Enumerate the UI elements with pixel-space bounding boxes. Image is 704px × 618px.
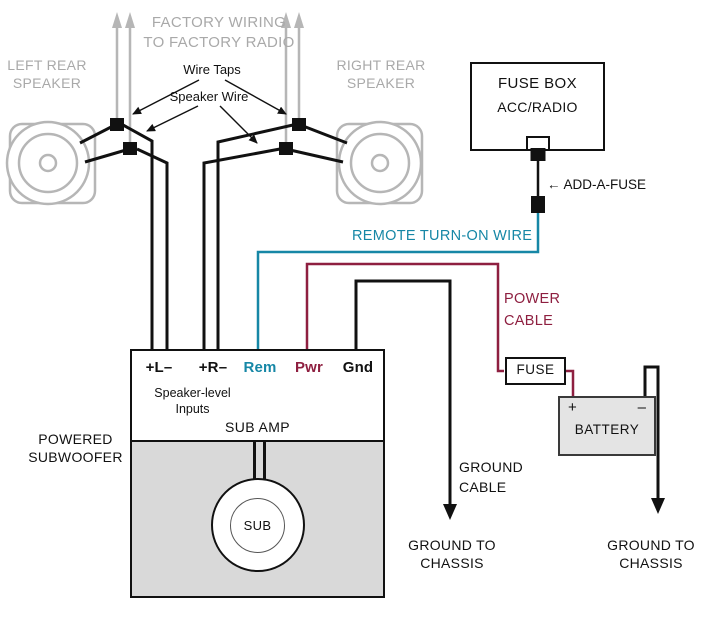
remote-turn-on-label: REMOTE TURN-ON WIRE <box>352 228 533 244</box>
speaker-lead <box>302 124 348 145</box>
battery-plus-terminal: + <box>568 399 577 416</box>
ground-to-chassis-left-label: GROUND TO CHASSIS <box>408 537 496 572</box>
speaker-wires <box>79 123 348 350</box>
sub-amp-label: SUB AMP <box>224 419 291 435</box>
speaker-wire-left <box>122 123 154 350</box>
terminal-gnd: Gnd <box>342 359 374 376</box>
ground-cable-label: GROUND CABLE <box>459 459 524 496</box>
arrow-up-icon <box>112 12 122 28</box>
battery-label: BATTERY <box>574 422 640 437</box>
speaker-wire-right <box>202 147 281 350</box>
left-rear-speaker <box>5 120 97 206</box>
powered-subwoofer-label: POWERED SUBWOOFER <box>28 431 123 466</box>
arrow-up-icon <box>281 12 291 28</box>
power-wire-path <box>566 369 575 397</box>
battery-minus-terminal: – <box>637 399 646 416</box>
ground-wires <box>354 279 665 520</box>
speaker-lead <box>79 124 114 145</box>
sub-connection-wire <box>253 442 256 479</box>
pointer-arrow <box>132 79 200 115</box>
add-a-fuse-holder <box>531 196 545 213</box>
arrow-up-icon <box>125 12 135 28</box>
speaker-dustcap <box>370 153 390 173</box>
wire-taps <box>110 118 306 155</box>
power-cable-wire <box>305 262 575 397</box>
speaker-wire-left <box>136 147 169 350</box>
speaker-level-inputs-label: Speaker-level Inputs <box>154 386 231 417</box>
pointer-arrow <box>224 79 287 115</box>
wire-tap <box>292 118 306 131</box>
pointer-arrow <box>146 105 199 132</box>
terminal-rem: Rem <box>243 359 277 376</box>
fuse-box: FUSE BOX ACC/RADIO <box>470 62 605 161</box>
right-rear-speaker-label: RIGHT REAR SPEAKER <box>336 57 426 92</box>
fuse-tap-plug <box>530 148 545 161</box>
power-wire-path <box>305 262 504 373</box>
ground-to-chassis-right-label: GROUND TO CHASSIS <box>607 537 695 572</box>
fuse-box-label: FUSE BOX <box>497 75 578 92</box>
acc-radio-label: ACC/RADIO <box>497 99 578 115</box>
speaker-dustcap <box>38 153 58 173</box>
subwoofer-driver-inner: SUB <box>230 497 285 553</box>
wire-tap <box>279 142 293 155</box>
sub-label: SUB <box>243 517 272 533</box>
sub-amp-box: +L– +R– Rem Pwr Gnd Speaker-level Inputs… <box>130 349 385 442</box>
remote-wire-path <box>256 212 540 350</box>
inline-fuse: FUSE <box>505 357 566 385</box>
right-rear-speaker <box>335 120 424 206</box>
subwoofer-enclosure: SUB <box>130 440 385 598</box>
remote-turn-on-wire <box>256 158 545 350</box>
arrow-down-icon <box>443 504 457 520</box>
battery: + – BATTERY <box>558 396 656 456</box>
speaker-lead <box>289 148 344 164</box>
arrow-down-icon <box>651 498 665 514</box>
add-a-fuse-label: ← ADD-A-FUSE <box>547 177 647 192</box>
wire-taps-label: Wire Taps <box>183 62 241 77</box>
sub-connection-wire <box>263 442 266 479</box>
speaker-lead <box>84 148 127 164</box>
pointer-arrow <box>219 105 258 144</box>
annotation-arrows <box>132 79 287 144</box>
speaker-wire-label: Speaker Wire <box>169 89 249 104</box>
battery-ground-wire <box>643 365 660 500</box>
terminal-pwr: Pwr <box>294 359 324 376</box>
fuse-label: FUSE <box>516 362 555 377</box>
terminal-right-input: +R– <box>198 359 228 376</box>
subwoofer-driver: SUB <box>210 478 305 572</box>
terminal-left-input: +L– <box>145 359 173 376</box>
factory-wiring-label: FACTORY WIRING TO FACTORY RADIO <box>143 14 295 51</box>
amp-ground-wire <box>354 279 452 506</box>
factory-wiring-arrows <box>112 12 304 142</box>
left-rear-speaker-label: LEFT REAR SPEAKER <box>7 57 87 92</box>
wire-tap <box>123 142 137 155</box>
arrow-up-icon <box>294 12 304 28</box>
wire-tap <box>110 118 124 131</box>
speaker-wire-right <box>216 123 294 350</box>
power-cable-label: POWER CABLE <box>504 291 561 330</box>
